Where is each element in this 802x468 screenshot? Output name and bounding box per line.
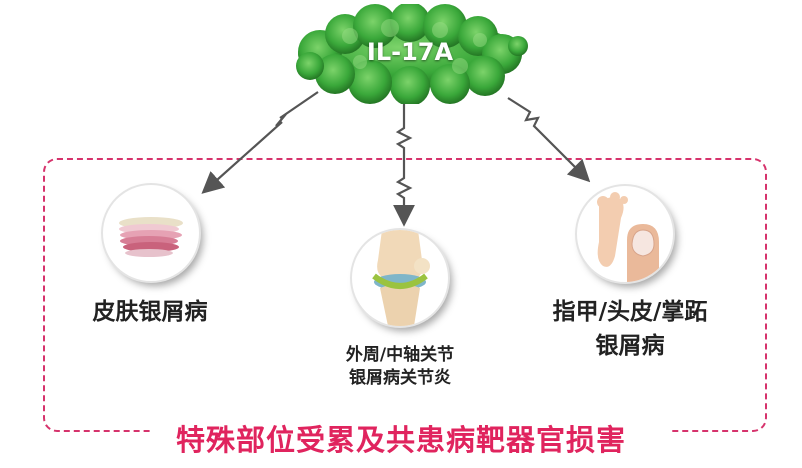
arrow-left: [201, 91, 319, 194]
node-joint-label-line1: 外周/中轴关节: [345, 345, 455, 365]
foot-nail-icon: [597, 192, 659, 282]
node-nail-label-line2: 银屑病: [595, 333, 665, 359]
node-joint-label-line2: 银屑病关节炎: [349, 368, 451, 388]
footer-background: [150, 420, 670, 450]
knee-circle: [352, 230, 448, 326]
foot-nail-circle: [577, 186, 673, 282]
protein-name: IL-17A: [366, 38, 454, 66]
node-skin-label: 皮肤银屑病: [92, 299, 208, 325]
skin-circle: [103, 185, 199, 281]
arrow-right: [507, 97, 591, 183]
knee-joint-icon: [372, 230, 430, 326]
node-nail-label-line1: 指甲/头皮/掌跖: [552, 299, 708, 325]
arrow-middle: [393, 98, 415, 227]
il17a-protein-icon: [296, 4, 528, 104]
skin-layers-icon: [119, 217, 183, 257]
footer-caption: 特殊部位受累及共患病靶器官损害: [175, 423, 626, 457]
